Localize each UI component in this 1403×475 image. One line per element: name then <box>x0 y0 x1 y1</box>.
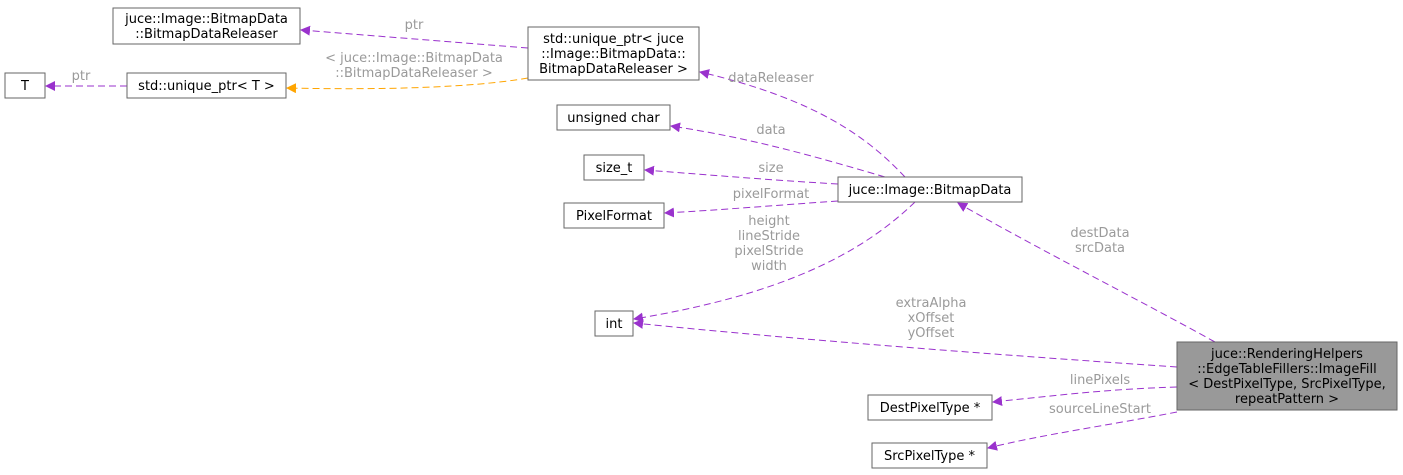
edge-label-data: data <box>756 123 785 138</box>
edge-data-releaser <box>699 69 906 178</box>
node-size-t[interactable]: size_t <box>583 154 645 181</box>
node-box <box>4 72 46 99</box>
node-dest-pixel-type[interactable]: DestPixelType * <box>867 394 993 421</box>
node-bitmap-releaser[interactable]: juce::Image::BitmapData::BitmapDataRelea… <box>112 7 301 45</box>
node-box <box>594 310 634 337</box>
node-T[interactable]: T <box>4 72 46 99</box>
node-label: PixelFormat <box>576 209 652 224</box>
edge-label-ptr-t: ptr <box>72 69 91 84</box>
node-label: juce::Image::BitmapData::BitmapDataRelea… <box>124 12 288 42</box>
node-box <box>112 7 301 45</box>
edge-label-ptr-releaser: ptr <box>405 18 424 33</box>
edge-line-pixels <box>992 386 1178 407</box>
node-label: unsigned char <box>567 111 660 126</box>
edges-layer <box>45 25 1216 451</box>
edge-dest-src <box>957 202 1216 343</box>
edge-label-data-releaser: dataReleaser <box>728 71 814 86</box>
node-label: juce::Image::BitmapData <box>848 183 1012 198</box>
edge-size <box>644 165 839 185</box>
edge-template-arg <box>286 77 529 94</box>
node-label: std::unique_ptr< T > <box>138 79 275 94</box>
node-label: std::unique_ptr< juce::Image::BitmapData… <box>539 32 688 77</box>
node-box <box>126 72 287 99</box>
node-box <box>867 394 993 421</box>
node-pixel-format[interactable]: PixelFormat <box>563 202 665 229</box>
node-image-fill: juce::RenderingHelpers::EdgeTableFillers… <box>1176 341 1398 411</box>
node-label: int <box>606 317 623 332</box>
node-unique-ptr-T[interactable]: std::unique_ptr< T > <box>126 72 287 99</box>
node-box <box>837 176 1023 203</box>
node-label: T <box>20 79 29 94</box>
node-unsigned-char[interactable]: unsigned char <box>556 104 671 131</box>
edge-fill-ints <box>633 318 1178 368</box>
node-box <box>1176 341 1398 411</box>
node-box <box>556 104 671 131</box>
node-box <box>527 26 700 81</box>
node-label: juce::RenderingHelpers::EdgeTableFillers… <box>1188 347 1386 407</box>
edge-label-template-arg: < juce::Image::BitmapData::BitmapDataRel… <box>325 51 503 81</box>
node-label: DestPixelType * <box>880 401 981 416</box>
edge-data <box>670 122 886 178</box>
edge-label-size: size <box>758 161 783 176</box>
node-unique-ptr-releaser[interactable]: std::unique_ptr< juce::Image::BitmapData… <box>527 26 700 81</box>
node-label: SrcPixelType * <box>884 449 976 464</box>
node-box <box>583 154 645 181</box>
node-box <box>563 202 665 229</box>
edge-label-source-line-start: sourceLineStart <box>1049 402 1151 417</box>
node-int[interactable]: int <box>594 310 634 337</box>
edge-source-line-start <box>987 411 1178 451</box>
edge-label-pixel-format: pixelFormat <box>733 187 810 202</box>
node-src-pixel-type[interactable]: SrcPixelType * <box>871 442 988 469</box>
edge-label-line-pixels: linePixels <box>1070 373 1131 388</box>
edge-bitmap-ints <box>633 201 916 323</box>
node-bitmap-data[interactable]: juce::Image::BitmapData <box>837 176 1023 203</box>
edge-ptr-releaser <box>300 25 529 49</box>
node-box <box>871 442 988 469</box>
node-label: size_t <box>596 161 633 176</box>
edge-pixel-format <box>664 200 839 218</box>
